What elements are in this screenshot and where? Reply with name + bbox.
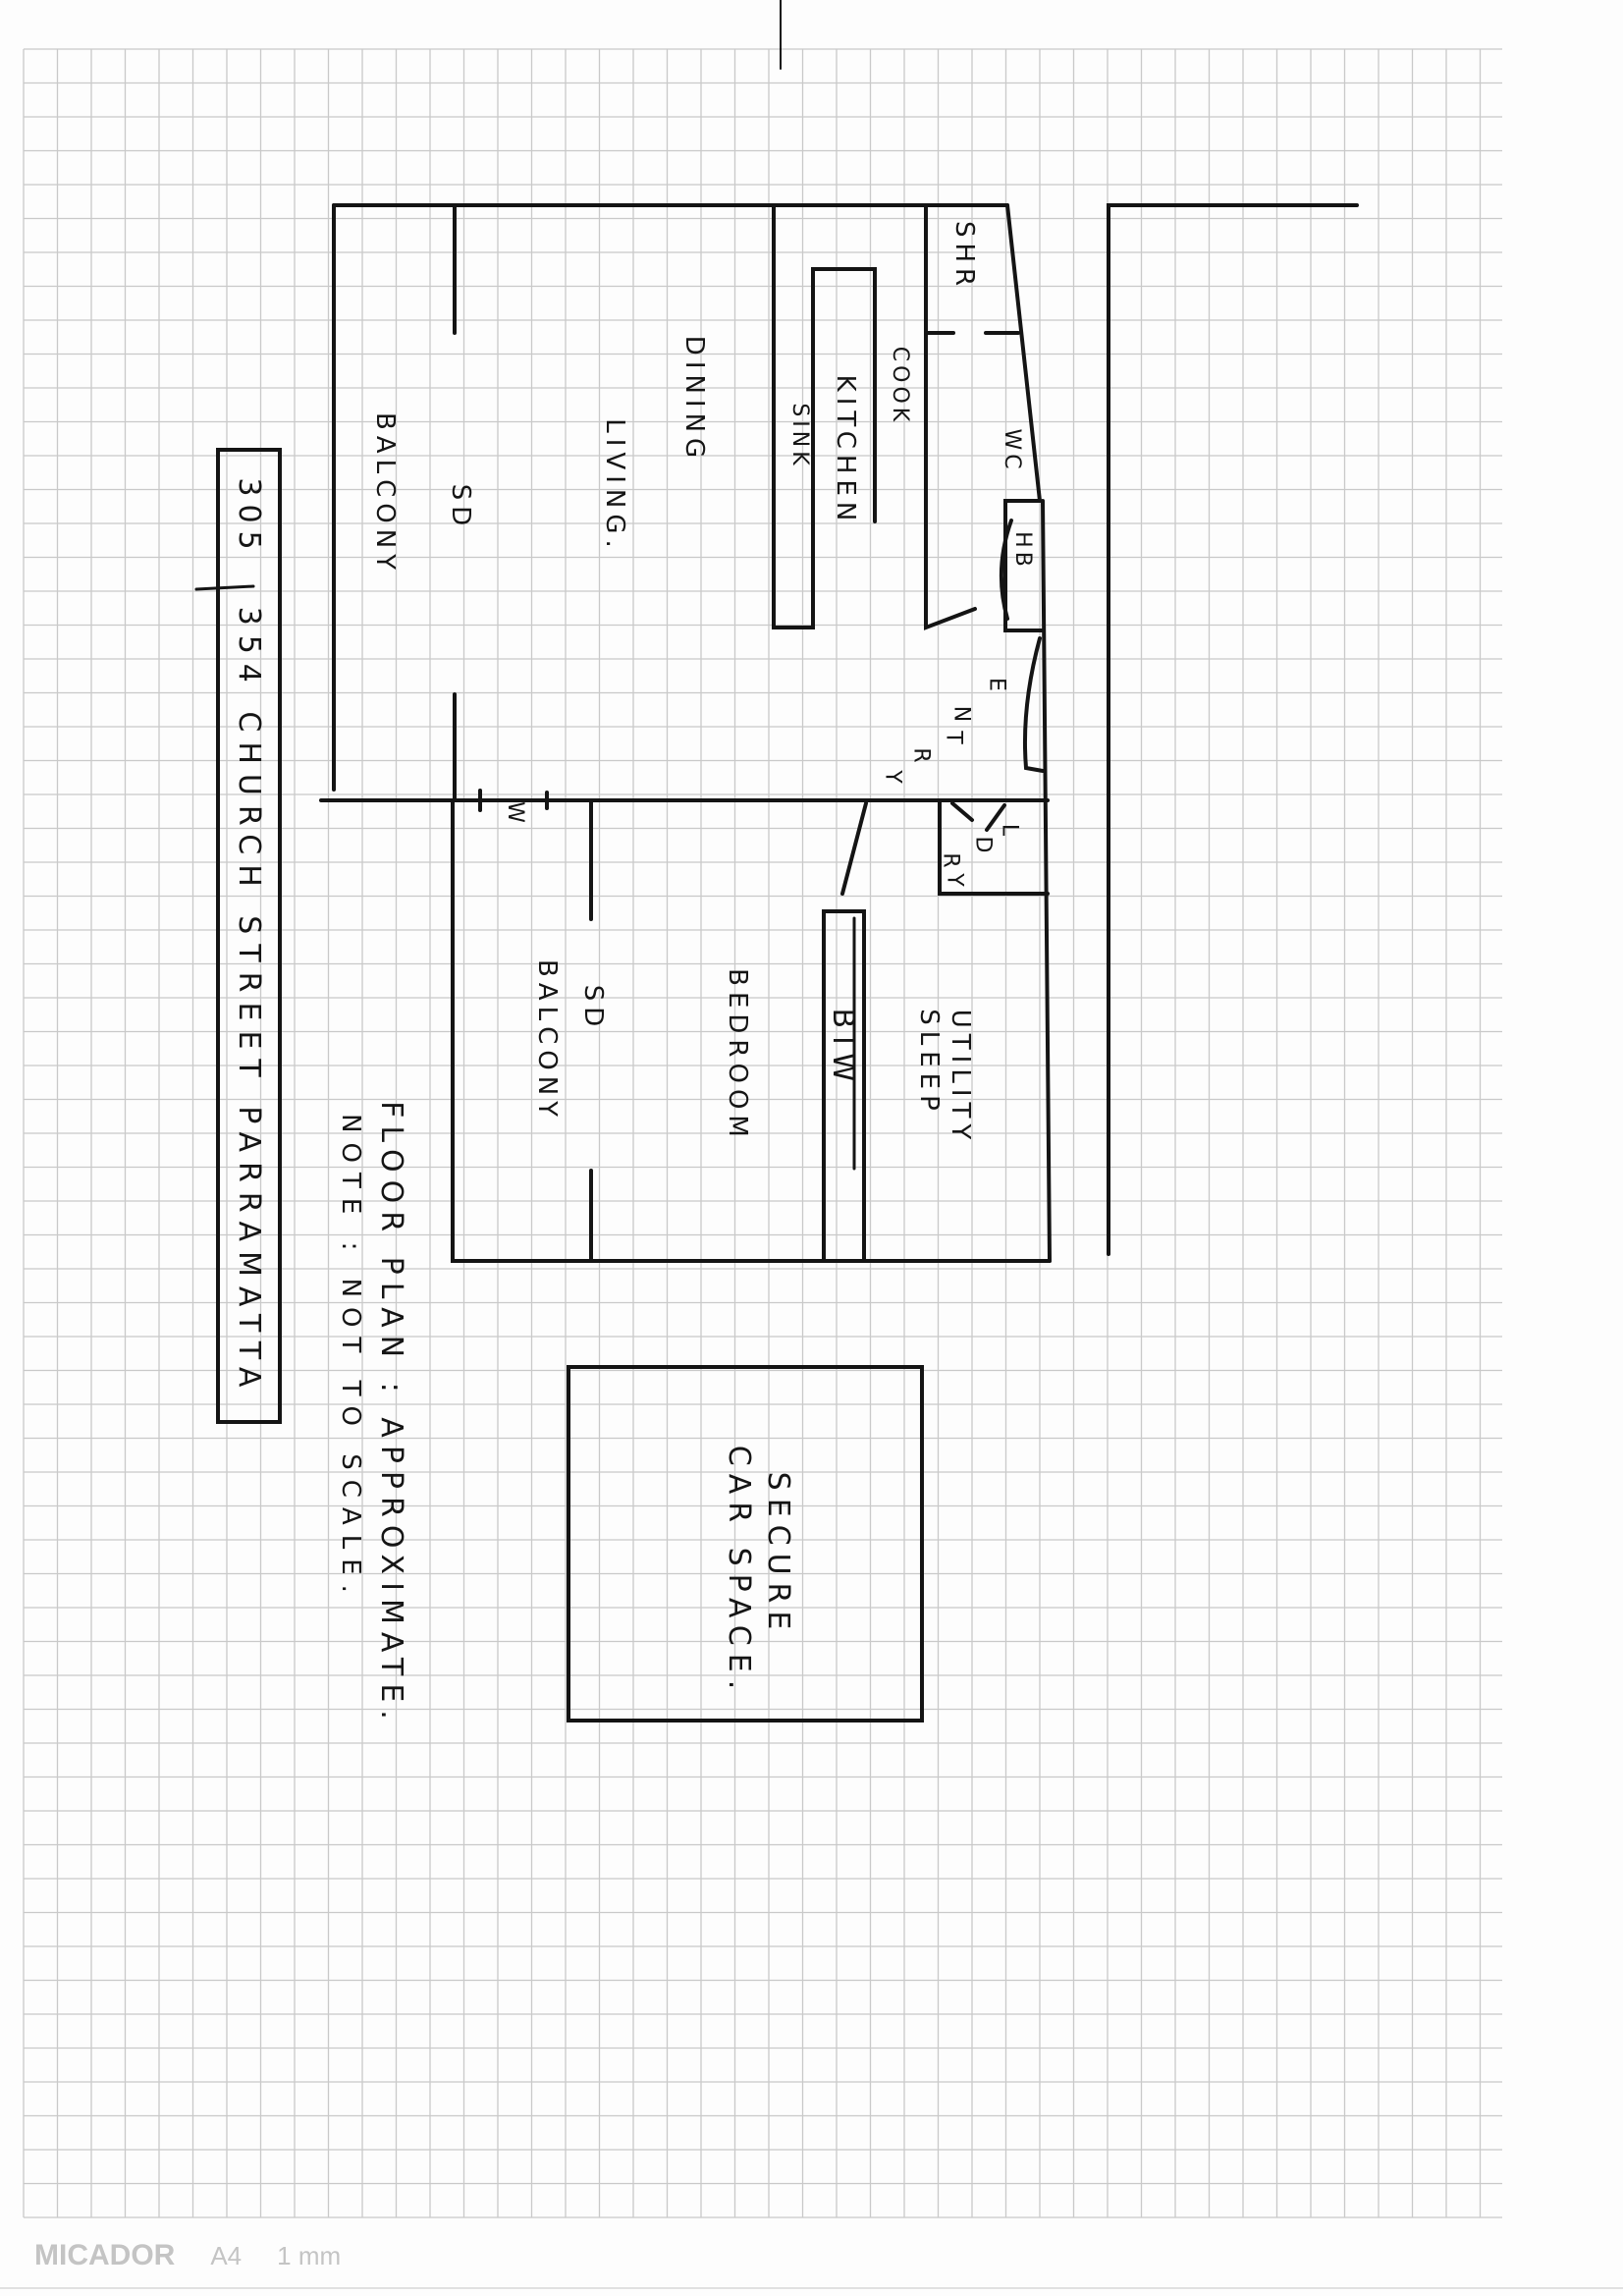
car-space-line1: SECURE (761, 1471, 795, 1638)
label-kitchen: KITCHEN (831, 374, 860, 527)
brand-name: MICADOR (34, 2239, 176, 2271)
label-entry-letter: Y (880, 770, 905, 784)
label-sleep: SLEEP (914, 1009, 944, 1117)
label-entry-letter: R (908, 747, 934, 763)
biw-box (822, 909, 866, 1263)
car-space-line2: CAR SPACE. (722, 1445, 756, 1698)
label-living: LIVING. (600, 418, 629, 554)
note-floor-plan: FLOOR PLAN : APPROXIMATE. (374, 1101, 408, 1727)
laundry-box (938, 798, 1050, 896)
label-bedroom: BEDROOM (723, 968, 752, 1143)
label-sd-living: SD (446, 483, 475, 532)
label-ldry-letter: Y (942, 873, 967, 887)
hb-door-arc (999, 519, 1013, 621)
bedroom-door (840, 801, 868, 896)
label-balcony-bedroom: BALCONY (532, 958, 562, 1123)
label-cook: COOK (888, 346, 912, 426)
label-window: W (503, 801, 527, 827)
label-hb: HB (1010, 531, 1035, 571)
laundry-door (985, 803, 1006, 832)
label-sink: SINK (787, 403, 812, 469)
label-entry-letter: N (948, 705, 974, 723)
wall-angled-east (1005, 203, 1042, 503)
address-unit: 305 (232, 477, 266, 558)
address-box (216, 448, 282, 1424)
label-wc: WC (1000, 428, 1024, 473)
car-space-box (567, 1365, 924, 1722)
label-ldry-letter: D (970, 836, 996, 853)
address-street: 354 CHURCH STREET PARRAMATTA (232, 606, 266, 1397)
label-utility: UTILITY (946, 1009, 975, 1146)
kitchen-bench (772, 203, 877, 629)
address-separator (194, 584, 255, 591)
label-entry-letter: T (941, 731, 966, 744)
hb-box (1003, 499, 1045, 632)
label-biw: BIW (826, 1008, 860, 1090)
entry-door (1023, 636, 1045, 773)
grid-size: 1 mm (277, 2241, 342, 2270)
wall-east (1041, 499, 1052, 1263)
label-ldry-letter: L (997, 823, 1022, 837)
laundry-door-2 (950, 801, 974, 822)
note-not-to-scale: NOTE : NOT TO SCALE. (336, 1114, 365, 1603)
label-ldry-letter: R (938, 852, 963, 868)
corridor-outline (1107, 203, 1359, 1256)
bedroom-walls (451, 798, 1052, 1263)
label-dining: DINING (679, 335, 709, 465)
label-balcony-living: BALCONY (370, 411, 400, 576)
label-entry-letter: E (984, 678, 1009, 691)
label-sd-bedroom: SD (578, 984, 608, 1033)
paper-brand: MICADOR A4 1 mm (34, 2239, 341, 2272)
kitchen-wall (924, 203, 977, 630)
label-shr: SHR (949, 220, 979, 293)
paper-size: A4 (210, 2241, 243, 2270)
